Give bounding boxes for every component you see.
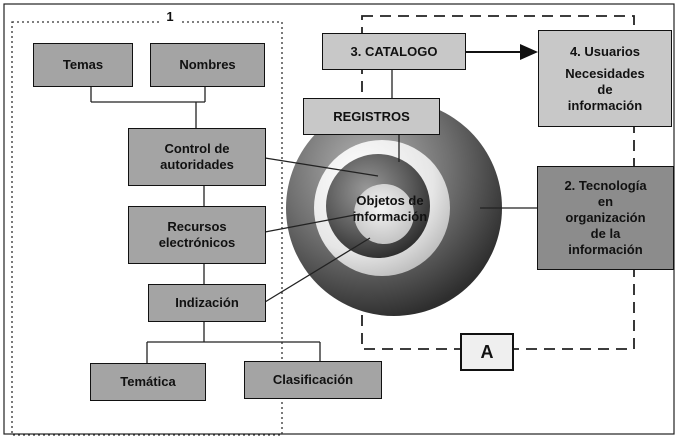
box-tecnologia: 2. Tecnología en organización de la info… bbox=[537, 166, 674, 270]
box-nombres: Nombres bbox=[150, 43, 265, 87]
arrow-catalogo-usuarios bbox=[466, 44, 538, 60]
box-indizacion: Indización bbox=[148, 284, 266, 322]
sphere-connectors bbox=[264, 70, 537, 303]
box-registros: REGISTROS bbox=[303, 98, 440, 135]
region-1-label: 1 bbox=[160, 9, 180, 27]
box-catalogo: 3. CATALOGO bbox=[322, 33, 466, 70]
box-recursos-electronicos: Recursos electrónicos bbox=[128, 206, 266, 264]
page-border bbox=[3, 3, 675, 435]
box-clasificacion: Clasificación bbox=[244, 361, 382, 399]
usuarios-title: 4. Usuarios bbox=[569, 43, 641, 59]
box-tematica: Temática bbox=[90, 363, 206, 401]
sphere-core bbox=[354, 184, 414, 244]
box-usuarios: 4. Usuarios Necesidades de información bbox=[538, 30, 672, 127]
box-temas: Temas bbox=[33, 43, 133, 87]
objetos-informacion-label: Objetos de información bbox=[352, 193, 428, 224]
information-sphere bbox=[286, 100, 502, 316]
box-control-autoridades: Control de autoridades bbox=[128, 128, 266, 186]
usuarios-subtitle: Necesidades de información bbox=[565, 65, 645, 113]
region-a-label: A bbox=[460, 333, 514, 371]
tree-connectors bbox=[90, 87, 321, 363]
